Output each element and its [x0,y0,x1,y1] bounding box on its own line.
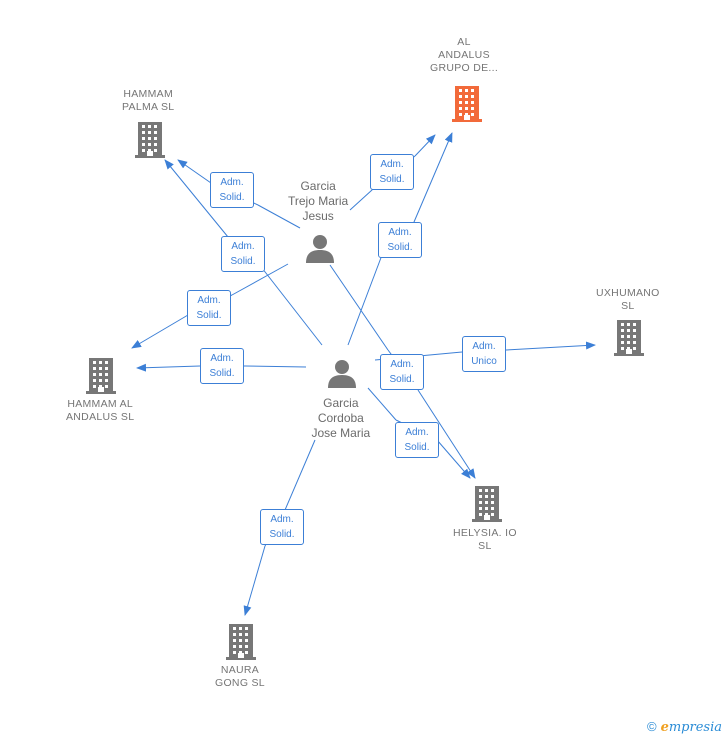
edge-label-e1[interactable]: Adm.Solid. [370,154,414,190]
brand-initial: e [660,720,669,735]
edge-arrow-e1 [414,134,436,157]
edge-arrow-e9 [436,439,471,479]
edge-arrow-e2 [177,159,212,184]
edge-label-e8[interactable]: Adm.Unico [462,336,506,372]
edge-line-e1 [349,189,373,211]
edge-label-e3[interactable]: Adm.Solid. [187,290,231,326]
edge-line-e2 [257,204,301,229]
building-icon-hammam-palma[interactable] [135,122,165,163]
edge-line-e3 [231,263,289,296]
edge-arrow-e6 [164,159,229,238]
edge-arrow-e4 [417,389,476,479]
building-icon-al-andalus-grupo[interactable] [452,86,482,127]
edge-line-e9 [367,387,397,421]
edge-line-e4 [329,264,389,351]
edge-arrow-e3 [131,314,189,349]
edge-line-e6 [261,267,323,346]
edge-label-e4[interactable]: Adm.Solid. [380,354,424,390]
edge-label-e7[interactable]: Adm.Solid. [200,348,244,384]
empresia-brand: ©empresia [647,719,722,735]
copyright-symbol: © [646,719,657,734]
person-icon-garcia-trejo[interactable] [305,233,335,268]
edge-arrow-e5 [413,132,453,223]
building-icon-uxhumano[interactable] [614,320,644,361]
person-icon-garcia-cordoba[interactable] [327,358,357,393]
edge-label-e6[interactable]: Adm.Solid. [221,236,265,272]
building-icon-naura-gong[interactable] [226,624,256,665]
edge-label-e9[interactable]: Adm.Solid. [395,422,439,458]
edge-label-e2[interactable]: Adm.Solid. [210,172,254,208]
edge-line-e7 [244,365,307,368]
edge-label-e5[interactable]: Adm.Solid. [378,222,422,258]
edge-arrow-e7 [136,363,201,372]
edge-line-e10 [284,439,316,511]
building-icon-hammam-al-andalus[interactable] [86,358,116,399]
building-icon-helysia[interactable] [472,486,502,527]
brand-name: mpresia [668,720,722,735]
edge-label-e10[interactable]: Adm.Solid. [260,509,304,545]
edge-arrow-e8 [505,341,596,351]
edge-line-e5 [347,254,383,346]
edge-arrow-e10 [243,545,266,616]
